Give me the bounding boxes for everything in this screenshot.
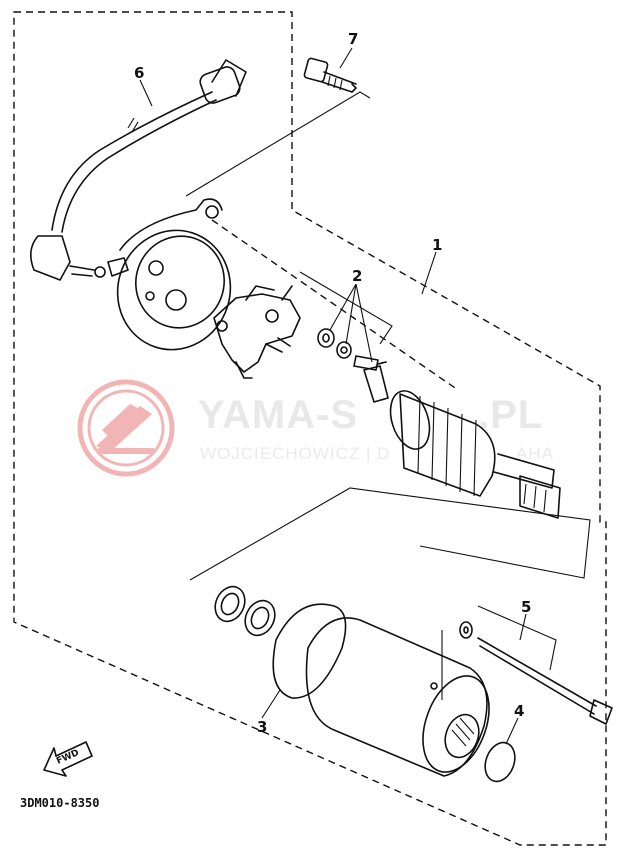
bracket-brush bbox=[299, 271, 393, 345]
callout-leaders bbox=[139, 47, 527, 745]
callout-1: 1 bbox=[432, 236, 442, 254]
bracket-bolt-5 bbox=[477, 605, 557, 671]
assembly-boundary bbox=[13, 11, 607, 846]
watermark-title: YAMA-S bbox=[198, 393, 358, 437]
fwd-label: FWD bbox=[55, 748, 81, 767]
watermark-subtitle: WOJCIECHOWICZ | D bbox=[200, 444, 390, 463]
callout-6: 6 bbox=[134, 64, 144, 82]
rear-cover bbox=[107, 198, 232, 351]
forward-arrow-icon: FWD bbox=[43, 741, 93, 777]
callout-5: 5 bbox=[521, 598, 531, 616]
watermark: YAMA-S .PL WOJCIECHOWICZ | D AHA bbox=[77, 379, 554, 477]
callout-3: 3 bbox=[257, 718, 267, 736]
brush-holder bbox=[213, 285, 301, 379]
shim-washers bbox=[214, 585, 276, 637]
front-o-ring bbox=[484, 741, 516, 783]
housing-o-ring bbox=[272, 603, 347, 699]
brush-holder-screw-set bbox=[317, 328, 387, 371]
drawing-code: 3DM010-8350 bbox=[20, 796, 99, 810]
watermark-subtitle-tail: AHA bbox=[516, 444, 554, 463]
callout-7: 7 bbox=[348, 30, 358, 48]
inner-guide-line bbox=[211, 219, 459, 391]
bracket-armature bbox=[189, 487, 591, 581]
bracket-cover-7 bbox=[185, 91, 371, 197]
watermark-logo bbox=[77, 379, 175, 477]
cover-bolt bbox=[303, 57, 357, 93]
watermark-title-tail: .PL bbox=[478, 393, 543, 437]
starter-housing bbox=[305, 617, 490, 777]
callout-4: 4 bbox=[514, 702, 524, 720]
callout-2: 2 bbox=[352, 267, 362, 285]
armature bbox=[363, 365, 561, 519]
through-bolt bbox=[459, 621, 613, 725]
starter-lead-cable bbox=[30, 59, 247, 281]
